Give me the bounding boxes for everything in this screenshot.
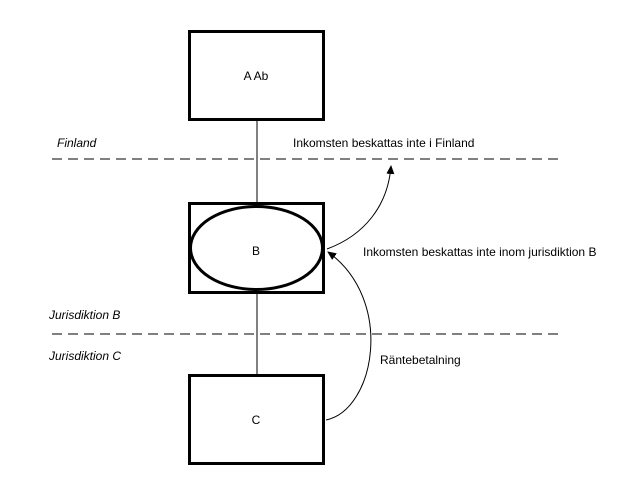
jurisdiction-b-label: Jurisdiktion B [49,308,121,322]
entity-c-box [188,374,325,465]
annotation-interest-payment: Räntebetalning [380,353,461,367]
entity-b-ellipse [189,205,324,291]
arrow-interest-c-to-b [325,251,372,421]
entity-a-box [188,30,325,121]
entity-a-label: A Ab [243,69,269,83]
annotation-not-taxed-b: Inkomsten beskattas inte inom jurisdikti… [363,245,597,259]
arrow-b-to-finland [326,165,395,250]
jurisdiction-finland-label: Finland [57,136,97,150]
jurisdiction-c-label: Jurisdiktion C [49,349,122,363]
annotation-not-taxed-finland: Inkomsten beskattas inte i Finland [293,136,475,150]
entity-b-label: B [251,244,261,258]
entity-c-label: C [251,413,261,427]
